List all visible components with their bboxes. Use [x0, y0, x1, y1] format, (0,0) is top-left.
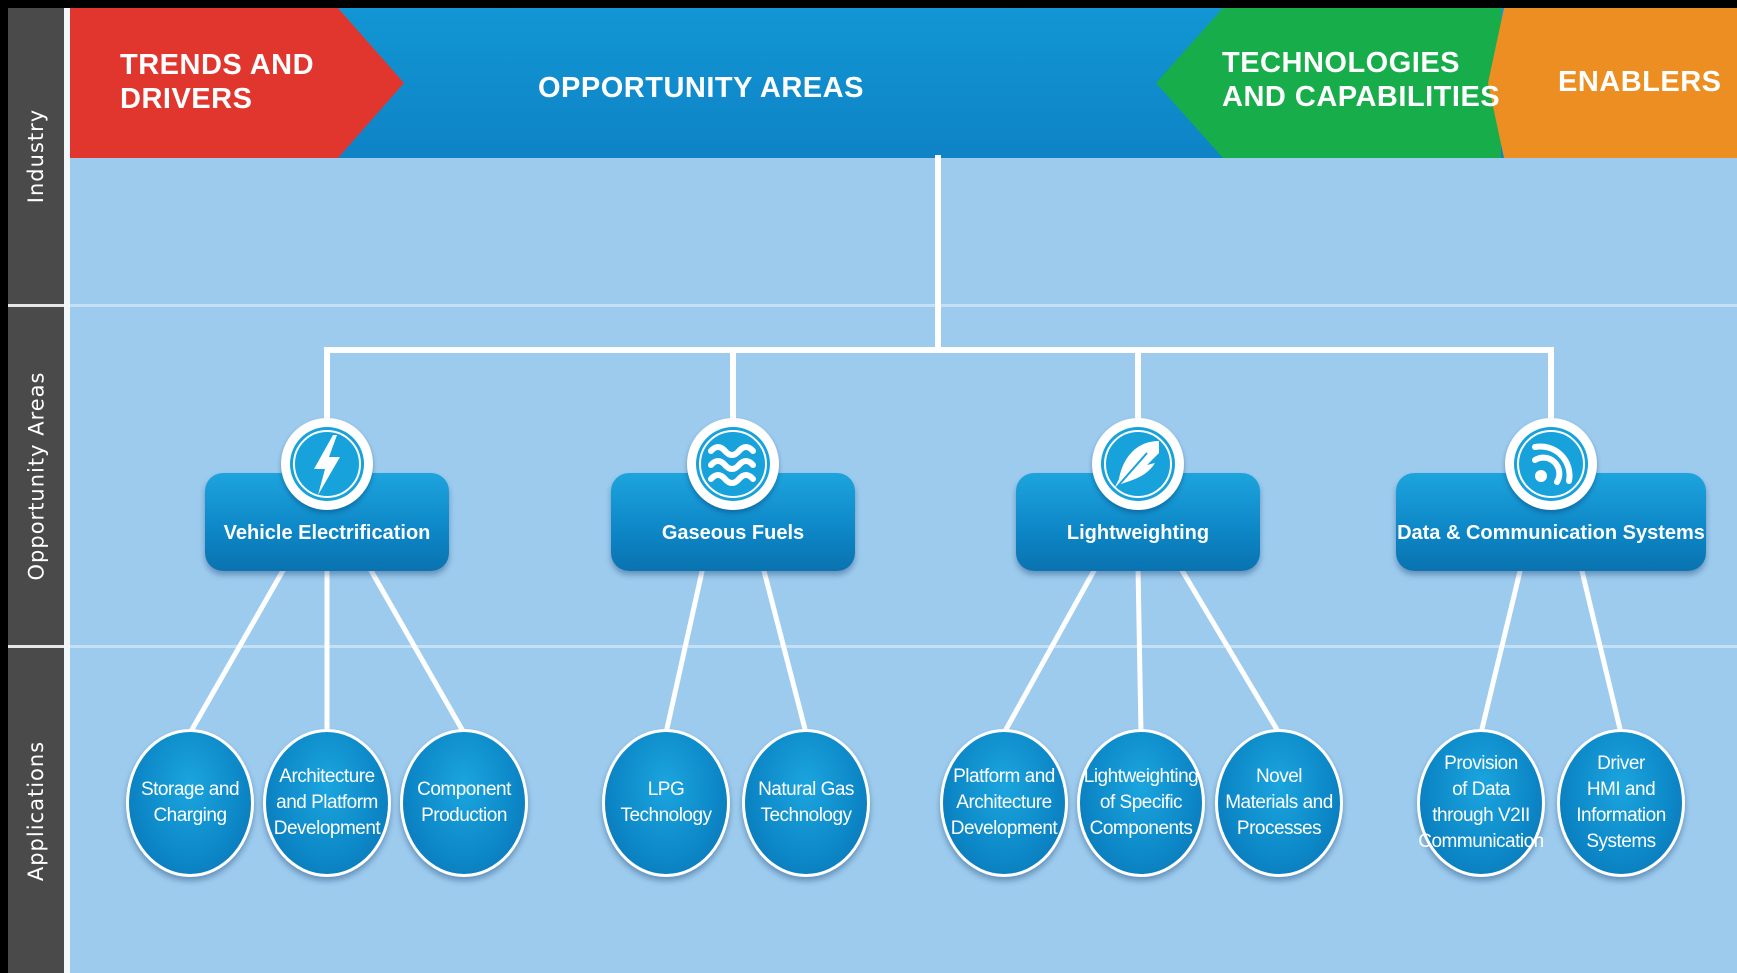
- application-label: Driver HMI and Information Systems: [1576, 753, 1666, 852]
- application-node: Provision of Data through V2II Communica…: [1417, 729, 1545, 877]
- application-node: LPG Technology: [602, 729, 730, 877]
- application-node: Natural Gas Technology: [742, 729, 870, 877]
- application-node: Storage and Charging: [126, 729, 254, 877]
- lightning-icon: [281, 418, 373, 510]
- technologies-arrow-shape: [1156, 8, 1501, 158]
- application-label: Provision of Data through V2II Communica…: [1418, 753, 1544, 852]
- application-label: LPG Technology: [620, 779, 712, 826]
- opportunity-area-label: Gaseous Fuels: [661, 522, 805, 544]
- application-label: Natural Gas Technology: [758, 779, 854, 826]
- signal-icon: [1505, 418, 1597, 510]
- application-label: Platform and Architecture Development: [950, 766, 1058, 839]
- enablers-arrow-shape: [1488, 8, 1737, 158]
- application-label: Architecture and Platform Development: [273, 766, 381, 839]
- application-label: Component Production: [417, 779, 511, 826]
- diagram-frame: Industry Opportunity Areas Applications …: [8, 8, 1737, 973]
- leaf-connector: [663, 564, 706, 736]
- trends-arrow-shape: [70, 8, 404, 158]
- leaf-connector: [1000, 563, 1100, 737]
- application-node: Novel Materials and Processes: [1215, 729, 1343, 877]
- leaf-connector: [1477, 563, 1525, 737]
- leaf-connector: [1577, 563, 1625, 737]
- sidebar-border: [64, 8, 70, 973]
- opportunity-areas-title: OPPORTUNITY AREAS: [538, 72, 864, 104]
- leaf-connector: [186, 563, 289, 737]
- technologies-enablers-arrows: [1156, 8, 1737, 158]
- opportunity-area-label: Lightweighting: [1066, 522, 1210, 544]
- application-node: Platform and Architecture Development: [940, 729, 1068, 877]
- trends-drivers-label: TRENDS AND DRIVERS: [120, 49, 315, 115]
- opportunity-area-label: Data & Communication Systems: [1397, 522, 1705, 544]
- technologies-capabilities-label: TECHNOLOGIES AND CAPABILITIES: [1222, 47, 1501, 113]
- row-label-sidebar: Industry Opportunity Areas Applications: [8, 8, 64, 973]
- application-node: Component Production: [400, 729, 528, 877]
- row-divider: [70, 304, 1737, 307]
- application-node: Driver HMI and Information Systems: [1557, 729, 1685, 877]
- waves-icon: [687, 418, 779, 510]
- application-label: Lightweighting of Specific Components: [1083, 766, 1199, 839]
- application-node: Architecture and Platform Development: [263, 729, 391, 877]
- leaf-connector: [1176, 563, 1283, 737]
- feather-icon: [1092, 418, 1184, 510]
- row-divider: [70, 645, 1737, 648]
- application-node: Lightweighting of Specific Components: [1077, 729, 1205, 877]
- leaf-connector: [1135, 564, 1144, 736]
- leaf-connector: [759, 563, 810, 737]
- leaf-connector: [365, 563, 468, 737]
- trends-drivers-arrow: [70, 8, 404, 158]
- row-divider: [8, 645, 64, 648]
- enablers-label: ENABLERS: [1558, 66, 1722, 98]
- application-label: Novel Materials and Processes: [1225, 766, 1333, 839]
- application-label: Storage and Charging: [140, 779, 240, 826]
- row-divider: [8, 304, 64, 307]
- opportunity-area-label: Vehicle Electrification: [223, 522, 431, 544]
